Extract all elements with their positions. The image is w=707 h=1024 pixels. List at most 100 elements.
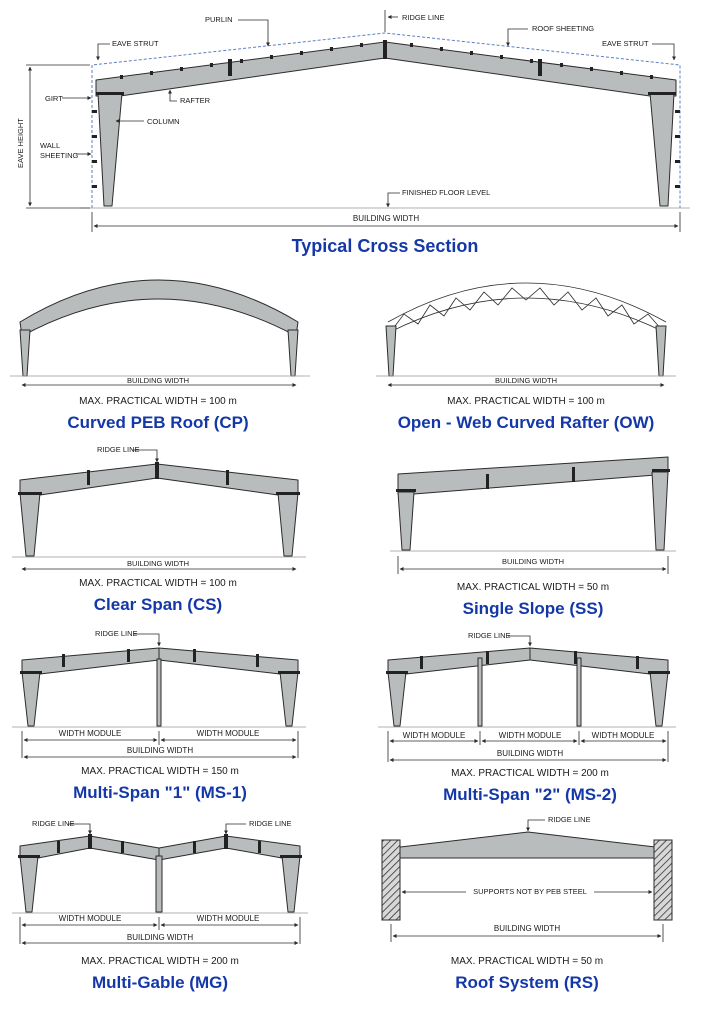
ms2-max-width: MAX. PRACTICAL WIDTH = 200 m	[451, 768, 609, 779]
roof-sheeting-line	[91, 32, 681, 208]
ridge-plate	[383, 40, 387, 59]
cs-column-right	[277, 492, 299, 557]
mg-ridge-1-label: RIDGE LINE	[32, 819, 75, 828]
ms1-column-left	[21, 671, 41, 727]
ss-column-right	[651, 471, 669, 551]
rafter-splice-right	[538, 59, 542, 76]
rafter-right	[384, 41, 677, 97]
mg-rafter-4	[225, 835, 301, 859]
ow-web-members	[391, 287, 663, 331]
ss-column-left	[397, 491, 415, 551]
ms2-module-3-label: WIDTH MODULE	[592, 731, 655, 740]
cp-width-label: BUILDING WIDTH	[127, 376, 189, 385]
ms1-rafter-right	[158, 647, 299, 675]
wall-sheeting-label-1: WALL	[40, 141, 60, 150]
mg-ridge-2-label: RIDGE LINE	[249, 819, 292, 828]
roof-system-diagram: RIDGE LINE SUPPORTS NOT BY PEB STEEL BUI…	[381, 815, 673, 992]
rafter-label: RAFTER	[180, 96, 211, 105]
cp-column-right	[287, 329, 299, 377]
ss-title: Single Slope (SS)	[463, 599, 604, 618]
ow-top-chord	[387, 282, 667, 323]
open-web-curved-rafter-diagram: BUILDING WIDTH MAX. PRACTICAL WIDTH = 10…	[376, 282, 676, 432]
mg-module-1-label: WIDTH MODULE	[59, 914, 122, 923]
ss-max-width: MAX. PRACTICAL WIDTH = 50 m	[457, 582, 609, 593]
ms2-width-label: BUILDING WIDTH	[497, 749, 563, 758]
ow-column-left	[385, 325, 397, 377]
cs-column-left	[19, 492, 41, 557]
girts	[92, 110, 680, 188]
column-label: COLUMN	[147, 117, 180, 126]
mg-title: Multi-Gable (MG)	[92, 973, 228, 992]
cs-ridge-label: RIDGE LINE	[97, 445, 140, 454]
rafter-left	[95, 41, 386, 97]
ms2-rafter-left	[387, 647, 531, 675]
ow-width-label: BUILDING WIDTH	[495, 376, 557, 385]
single-slope-diagram: BUILDING WIDTH MAX. PRACTICAL WIDTH = 50…	[390, 456, 676, 618]
ms2-title: Multi-Span "2" (MS-2)	[443, 785, 617, 804]
curved-peb-roof-diagram: BUILDING WIDTH MAX. PRACTICAL WIDTH = 10…	[10, 279, 310, 432]
cp-title: Curved PEB Roof (CP)	[67, 413, 248, 432]
ss-rafter	[397, 456, 669, 495]
mg-column-right	[281, 855, 301, 913]
mg-column-left	[19, 855, 39, 913]
mg-width-label: BUILDING WIDTH	[127, 933, 193, 942]
column-left	[97, 92, 123, 207]
ms2-interior-column-2	[576, 657, 582, 727]
rs-width-label: BUILDING WIDTH	[494, 924, 560, 933]
mg-rafter-1	[19, 835, 91, 859]
cp-column-left	[19, 329, 31, 377]
ow-column-right	[655, 325, 667, 377]
column-right	[649, 92, 675, 207]
rs-supports-label: SUPPORTS NOT BY PEB STEEL	[473, 887, 587, 896]
eave-height-label: EAVE HEIGHT	[16, 118, 25, 168]
ms1-module-2-label: WIDTH MODULE	[197, 729, 260, 738]
ridge-line-label: RIDGE LINE	[402, 13, 445, 22]
ms1-ridge-label: RIDGE LINE	[95, 629, 138, 638]
ms1-rafter-left	[21, 647, 160, 675]
ms1-column-right	[279, 671, 299, 727]
multi-gable-diagram: RIDGE LINE RIDGE LINE WIDTH MODULE WIDTH…	[12, 819, 308, 992]
girt-label: GIRT	[45, 94, 63, 103]
purlins	[120, 43, 653, 79]
ms2-column-right	[649, 671, 669, 727]
roof-sheeting-label: ROOF SHEETING	[532, 24, 594, 33]
mg-interior-column	[155, 855, 163, 913]
ms1-title: Multi-Span "1" (MS-1)	[73, 783, 247, 802]
rs-support-left	[381, 839, 401, 921]
mg-rafter-2	[89, 835, 160, 861]
eave-strut-right-label: EAVE STRUT	[602, 39, 649, 48]
ow-title: Open - Web Curved Rafter (OW)	[398, 413, 655, 432]
ow-bottom-chord	[389, 297, 665, 333]
cp-max-width: MAX. PRACTICAL WIDTH = 100 m	[79, 396, 237, 407]
mg-module-2-label: WIDTH MODULE	[197, 914, 260, 923]
mg-rafter-3	[158, 835, 227, 861]
knee-plate-right	[648, 92, 676, 95]
ss-width-label: BUILDING WIDTH	[502, 557, 564, 566]
rs-max-width: MAX. PRACTICAL WIDTH = 50 m	[451, 956, 603, 967]
building-width-label: BUILDING WIDTH	[353, 214, 419, 223]
ow-max-width: MAX. PRACTICAL WIDTH = 100 m	[447, 396, 605, 407]
rafter-splice-left	[228, 59, 232, 76]
multi-span-2-diagram: RIDGE LINE WIDTH MODULE WIDTH MODULE WID…	[378, 631, 676, 804]
curved-rafter	[19, 279, 299, 337]
cs-max-width: MAX. PRACTICAL WIDTH = 100 m	[79, 578, 237, 589]
ms1-module-1-label: WIDTH MODULE	[59, 729, 122, 738]
ms2-column-left	[387, 671, 407, 727]
typical-cross-section-title: Typical Cross Section	[292, 236, 479, 256]
rs-title: Roof System (RS)	[455, 973, 599, 992]
multi-span-1-diagram: RIDGE LINE WIDTH MODULE WIDTH MODULE BUI…	[12, 629, 306, 802]
ms2-module-1-label: WIDTH MODULE	[403, 731, 466, 740]
ms1-interior-column	[156, 658, 162, 727]
ms2-rafter-right	[529, 647, 669, 675]
mg-max-width: MAX. PRACTICAL WIDTH = 200 m	[81, 956, 239, 967]
rs-roof	[391, 831, 665, 859]
knee-plate-left	[96, 92, 124, 95]
ms1-max-width: MAX. PRACTICAL WIDTH = 150 m	[81, 766, 239, 777]
ms2-interior-column-1	[477, 657, 483, 727]
rs-ridge-label: RIDGE LINE	[548, 815, 591, 824]
typical-cross-section: EAVE HEIGHT BUILDING WIDTH PURLIN RIDGE …	[16, 10, 690, 256]
purlin-label: PURLIN	[205, 15, 233, 24]
ms2-ridge-label: RIDGE LINE	[468, 631, 511, 640]
finished-floor-label: FINISHED FLOOR LEVEL	[402, 188, 490, 197]
